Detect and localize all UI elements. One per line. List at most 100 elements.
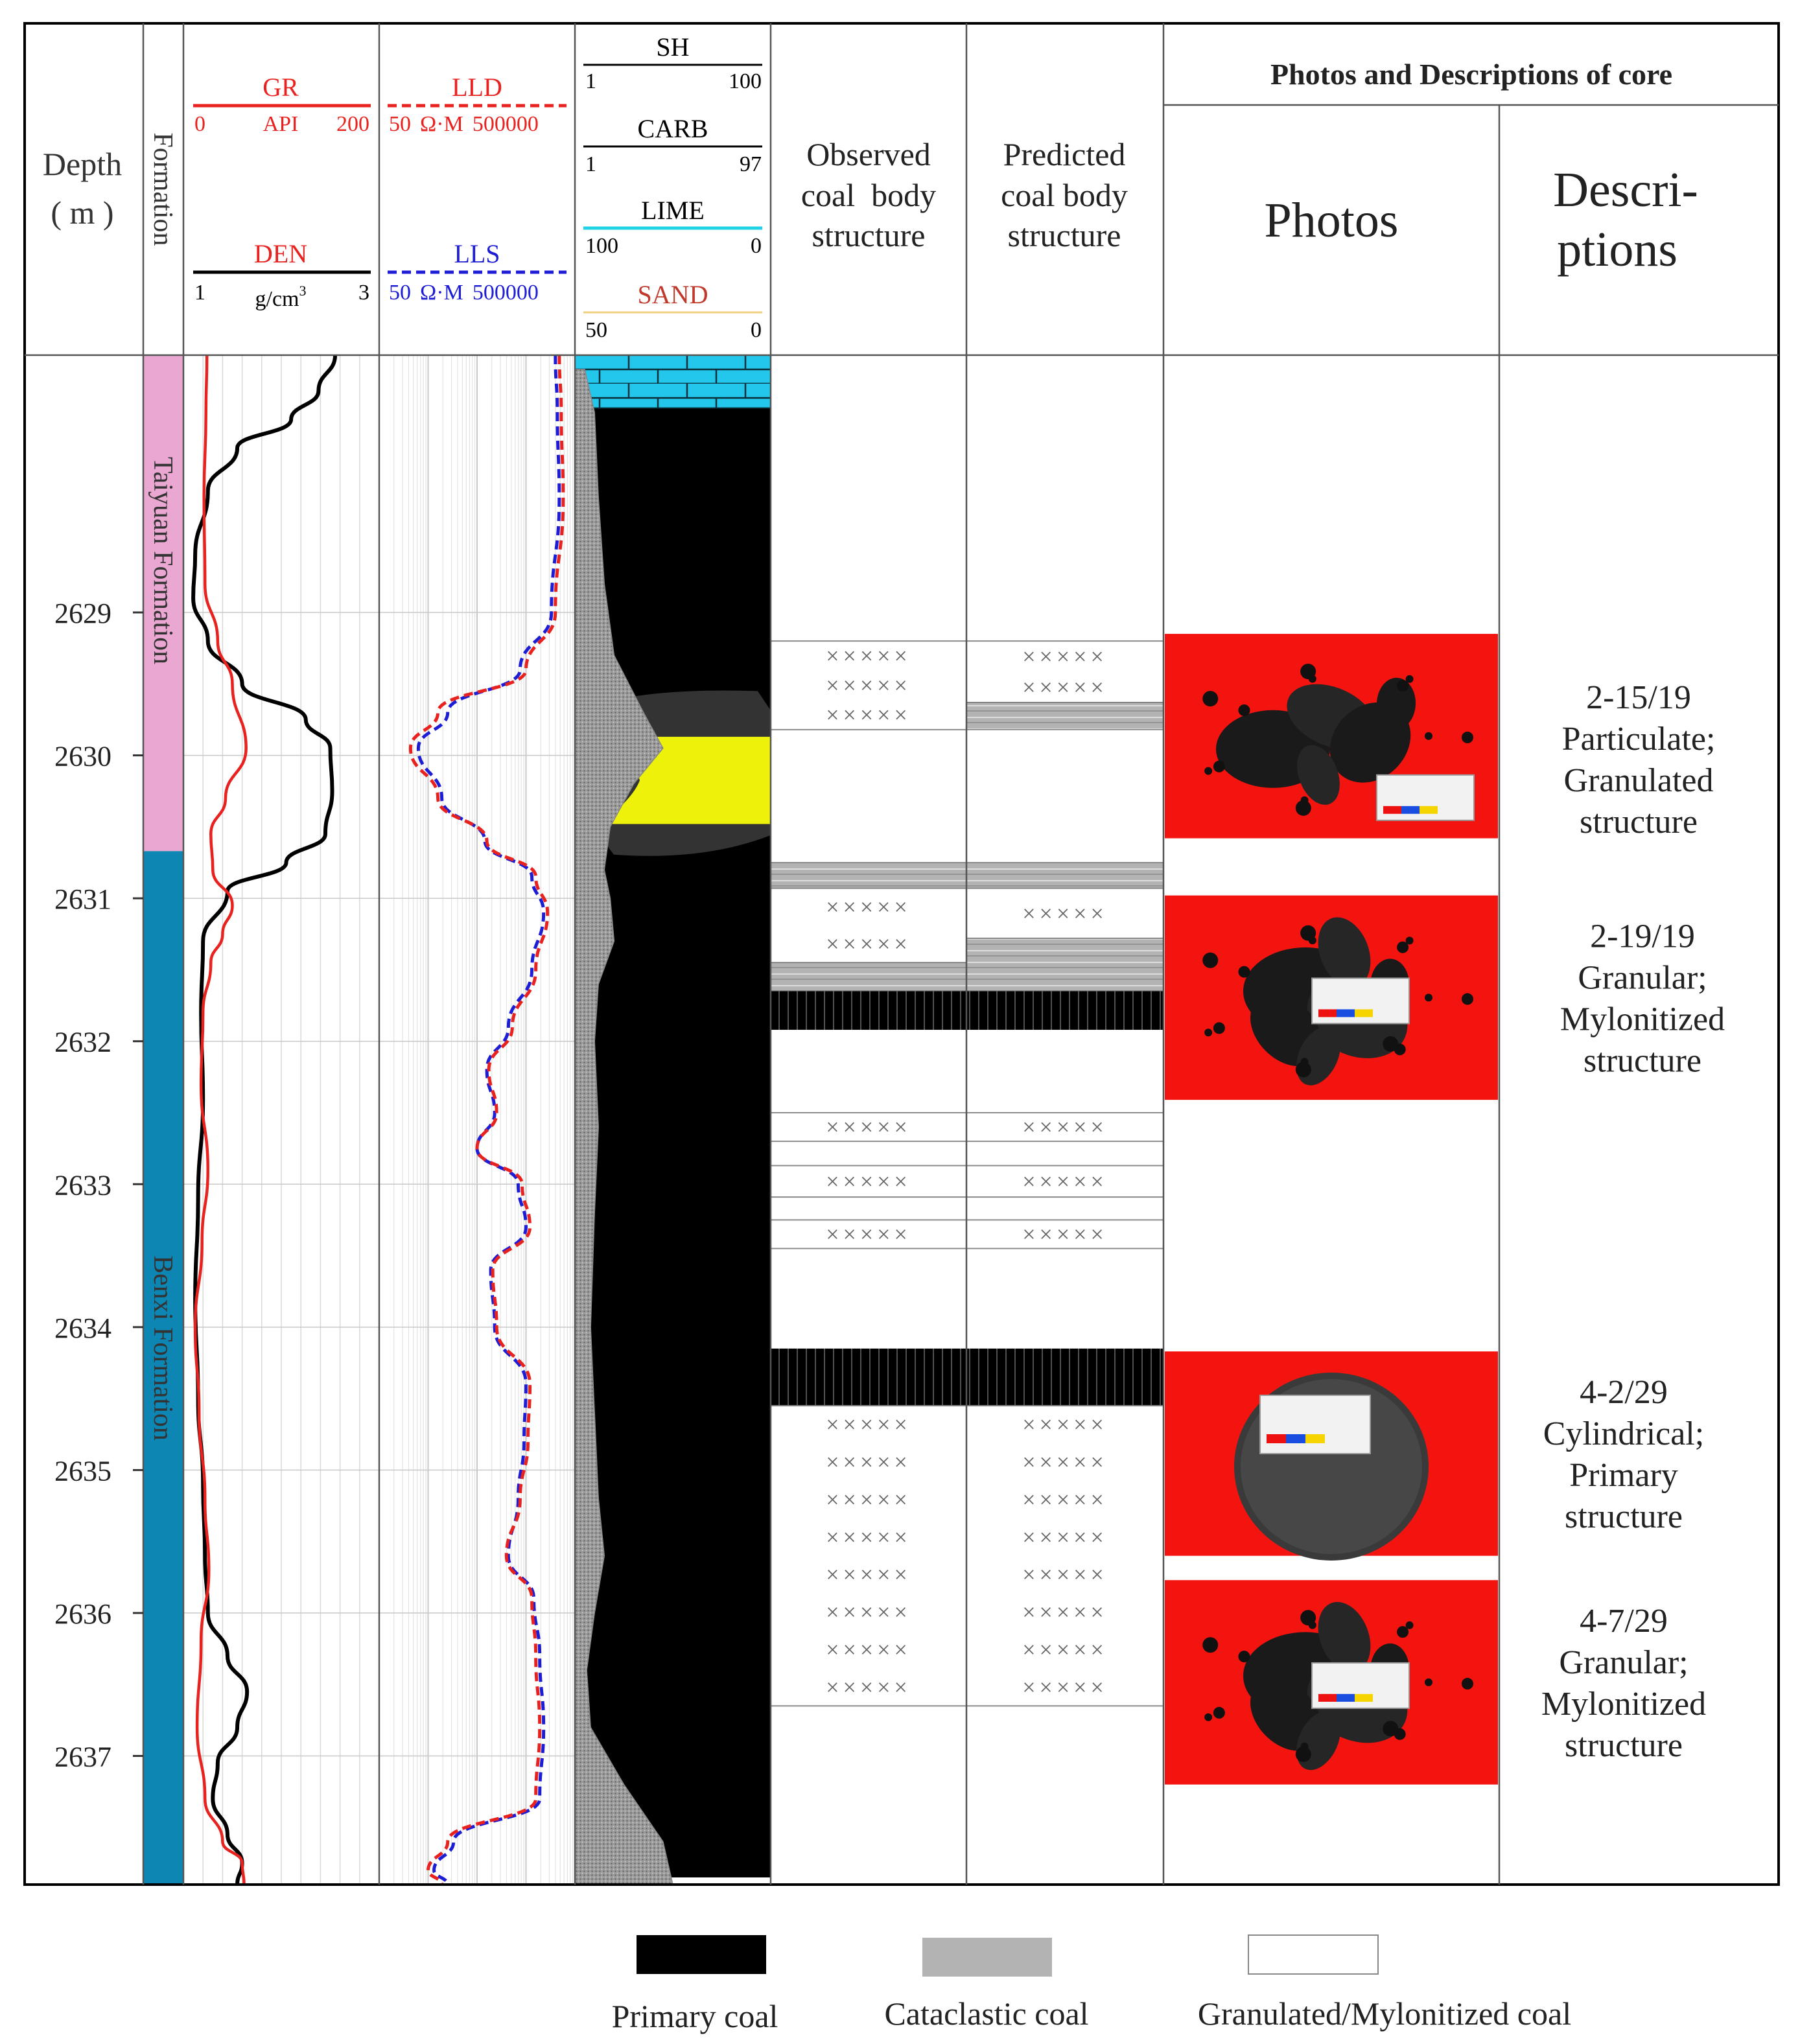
granulated-cross-mark: ××××× (1022, 1636, 1108, 1662)
granulated-cross-mark: ××××× (1022, 900, 1108, 926)
lithology-column (574, 354, 771, 1885)
description-line: 4-7/29 (1580, 1603, 1668, 1640)
depth-label: Depth (43, 146, 122, 182)
granulated-cross-mark: ××××× (1022, 644, 1108, 669)
coal-grain (1300, 1058, 1309, 1066)
depth-tick-label: 2632 (54, 1027, 111, 1058)
primary-coal-interval (966, 1348, 1163, 1406)
coal-grain (1308, 936, 1316, 945)
color-bar-yellow (1355, 1693, 1373, 1702)
coal-grain (1308, 1621, 1316, 1629)
core-photos (1165, 634, 1498, 1785)
depth-tick-label: 2633 (54, 1169, 111, 1201)
coal-grain (1405, 1621, 1414, 1629)
den-unit-sup: 3 (299, 283, 306, 299)
gr-curve (193, 354, 248, 1885)
color-bar-red (1267, 1434, 1286, 1444)
log-curves (191, 354, 565, 1885)
den-unit-base: g/cm (255, 287, 299, 311)
description-line: Mylonitized (1541, 1686, 1706, 1723)
description-line: Granular; (1578, 959, 1707, 996)
formation-name: Taiyuan Formation (148, 457, 178, 664)
core-photo-4 (1165, 1580, 1498, 1785)
granulated-coal-interval (770, 640, 967, 730)
coal-fragment (1376, 677, 1416, 730)
carb-scale-max: 97 (740, 152, 762, 176)
cataclastic-coal-interval (966, 862, 1164, 889)
gr-scale-max: 200 (336, 112, 369, 136)
primary-coal-interval (966, 991, 1163, 1030)
granulated-cross-mark: ××××× (826, 643, 911, 669)
shale-content-area (574, 369, 673, 1885)
sand-scale-max: 0 (751, 318, 762, 342)
granulated-cross-mark: ××××× (1022, 1114, 1108, 1140)
coal-grain (1295, 1062, 1311, 1078)
core-descriptions: 2-15/19Particulate;Granulatedstructure2-… (1541, 679, 1725, 1764)
depth-tick-label: 2629 (54, 598, 111, 629)
formation-band (143, 355, 183, 852)
granulated-cross-mark: ××××× (1022, 1599, 1108, 1625)
lld-scale-min: 50 (389, 112, 411, 136)
granulated-cross-mark: ××××× (826, 1562, 911, 1588)
gr-scale-min: 0 (194, 112, 205, 136)
legend-swatch-cataclastic (922, 1938, 1052, 1977)
coal-grain (1425, 993, 1432, 1002)
granulated-cross-mark: ××××× (826, 931, 911, 957)
description-line: Particulate; (1562, 721, 1716, 758)
coal-grain (1213, 760, 1225, 772)
coal-grain (1213, 1022, 1225, 1034)
depth-unit-label: ( m ) (51, 194, 113, 231)
color-bar-red (1383, 806, 1401, 814)
lld-scale: 50 Ω·M 500000 (389, 112, 539, 136)
coal-grain (1461, 731, 1473, 743)
granulated-cross-mark: ××××× (826, 1636, 911, 1662)
color-bar-blue (1401, 806, 1420, 814)
coal-grain (1202, 1637, 1219, 1653)
granulated-cross-mark: ××××× (1022, 1411, 1108, 1437)
coal-grain (1295, 800, 1311, 816)
description-line: Mylonitized (1560, 1001, 1725, 1038)
granulated-cross-mark: ××××× (826, 894, 911, 920)
coal-fragment (1297, 745, 1340, 805)
lls-scale-max: 500000 (473, 281, 539, 305)
depth-tick-label: 2637 (54, 1741, 111, 1772)
cataclastic-coal-interval (770, 862, 967, 889)
coal-grain (1397, 680, 1409, 692)
legend-swatch-primary (637, 1935, 766, 1974)
gr-scale-unit: API (263, 112, 299, 136)
coal-grain (1204, 1028, 1213, 1037)
depth-tick-label: 2635 (54, 1455, 111, 1487)
depth-tick-label: 2631 (54, 883, 111, 915)
core-photo-2 (1165, 895, 1498, 1100)
descriptions-label-1: Descri- (1553, 163, 1698, 217)
granulated-coal-interval (770, 887, 967, 964)
observed-header: Observed coal body structure (801, 136, 936, 253)
granulated-cross-mark: ××××× (826, 702, 911, 728)
gr-den-header: GR 0 API 200 DEN 1 g/cm3 3 (193, 73, 371, 311)
coal-grain (1383, 1036, 1399, 1052)
lime-scale-max: 0 (751, 234, 762, 258)
lld-scale-unit: Ω·M (420, 112, 463, 136)
lld-curve (408, 354, 565, 1885)
table-frame (23, 22, 1780, 1886)
coal-grain (1238, 966, 1250, 978)
limestone-band (574, 354, 771, 409)
photos-descriptions-title: Photos and Descriptions of core (1270, 58, 1672, 91)
coal-grain (1461, 993, 1473, 1005)
lime-curve-name: LIME (641, 196, 705, 225)
description-line: Primary (1569, 1457, 1678, 1494)
coal-grain (1425, 732, 1432, 740)
coal-grain (1383, 1721, 1399, 1737)
sh-scale-min: 1 (585, 69, 596, 93)
legend-swatch-granulated (1248, 1934, 1379, 1975)
lld-scale-max: 500000 (473, 112, 539, 136)
color-bar-blue (1337, 1693, 1355, 1702)
granulated-cross-mark: ××××× (1022, 674, 1108, 700)
den-scale-unit: g/cm3 (255, 283, 307, 311)
coal-fragment (1318, 917, 1371, 988)
granulated-coal-interval (966, 640, 1164, 703)
den-curve-name: DEN (254, 239, 307, 268)
coal-grain (1295, 1746, 1311, 1762)
